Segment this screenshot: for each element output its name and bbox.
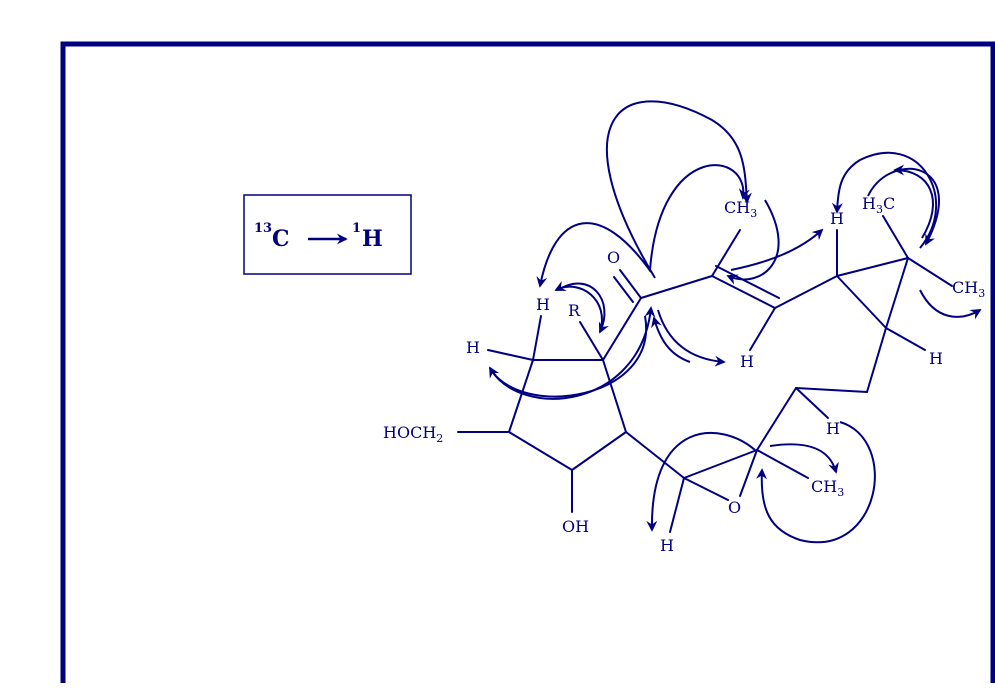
- bond: [795, 387, 868, 393]
- hydroxyl-label: OH: [562, 517, 589, 536]
- ring-hydrogen-left-label: H: [466, 338, 480, 357]
- bond: [532, 315, 542, 361]
- bond: [579, 321, 604, 361]
- epoxide-oxygen-label: O: [728, 498, 741, 517]
- hmbc-arrow: [536, 222, 652, 288]
- bond: [487, 349, 534, 361]
- epoxide-hydrogen-label: H: [660, 536, 674, 555]
- bond: [669, 477, 685, 533]
- r-group-label: R: [568, 301, 581, 320]
- bond: [711, 229, 741, 277]
- hmbc-correlations: [489, 100, 982, 544]
- hmbc-arrow: [657, 309, 726, 367]
- bond: [571, 431, 627, 471]
- carbonyl-oxygen-label: O: [607, 248, 620, 267]
- bond: [602, 359, 627, 433]
- bond: [613, 276, 634, 303]
- bond: [866, 327, 887, 393]
- legend-h-mass: 1: [352, 221, 361, 236]
- hmbc-arrow: [769, 443, 839, 474]
- atom-labels: O R H H HOCH2 OH H O CH3 H H CH3 H H3C C…: [383, 194, 985, 555]
- hmbc-arrow: [919, 289, 982, 320]
- bond: [715, 265, 780, 299]
- hmbc-arrow: [646, 432, 756, 532]
- chain-hydrogen-label: H: [826, 419, 840, 438]
- bond: [774, 275, 838, 309]
- bond: [683, 449, 758, 479]
- legend-c-mass: 13: [254, 221, 272, 236]
- bond: [711, 275, 776, 309]
- olefin-methyl-label: CH3: [724, 198, 757, 220]
- legend-box: 13 C 1 H: [243, 194, 412, 275]
- frame-border: [60, 41, 995, 683]
- bond: [640, 275, 713, 299]
- bond: [508, 431, 573, 471]
- cyclopropane-methyl-label: CH3: [952, 278, 985, 300]
- cyclopropane-hydrogen-right-label: H: [929, 349, 943, 368]
- bond: [885, 257, 909, 329]
- bond: [602, 297, 642, 361]
- hoch2-label: HOCH2: [383, 423, 443, 445]
- bond: [625, 431, 685, 479]
- hmbc-arrow: [730, 228, 824, 271]
- bond: [619, 269, 642, 299]
- hmbc-arrow: [554, 280, 603, 333]
- bond: [683, 477, 729, 501]
- hmbc-arrow: [651, 316, 691, 363]
- hmbc-arrow: [649, 164, 750, 271]
- epoxide-methyl-label: CH3: [811, 477, 844, 499]
- hmbc-arrow: [831, 152, 938, 249]
- bond: [756, 387, 797, 451]
- cyclopropane-hydrogen-top-label: H: [830, 209, 844, 228]
- hmbc-arrow: [867, 167, 940, 246]
- bond: [836, 257, 909, 277]
- bond: [795, 387, 829, 419]
- bond: [749, 307, 776, 351]
- legend-frame: [243, 194, 412, 275]
- olefin-hydrogen-label: H: [740, 352, 754, 371]
- hmbc-arrow: [893, 164, 934, 239]
- hmbc-arrow: [605, 100, 752, 279]
- bond: [508, 359, 534, 433]
- bond: [885, 327, 926, 351]
- legend-c-symbol: C: [272, 226, 290, 252]
- bond: [882, 215, 909, 259]
- legend-h-symbol: H: [362, 226, 383, 252]
- molecule-bonds: [457, 215, 953, 533]
- hmbc-arrow: [726, 199, 780, 285]
- ring-hydrogen-top-label: H: [536, 295, 550, 314]
- h3c-label: H3C: [862, 194, 895, 216]
- bond: [907, 257, 953, 287]
- hmbc-arrow: [489, 306, 656, 400]
- bond: [836, 275, 887, 329]
- bond: [756, 449, 809, 479]
- hmbc-arrow: [557, 282, 609, 334]
- bond: [739, 449, 758, 497]
- hmbc-arrow: [756, 421, 876, 544]
